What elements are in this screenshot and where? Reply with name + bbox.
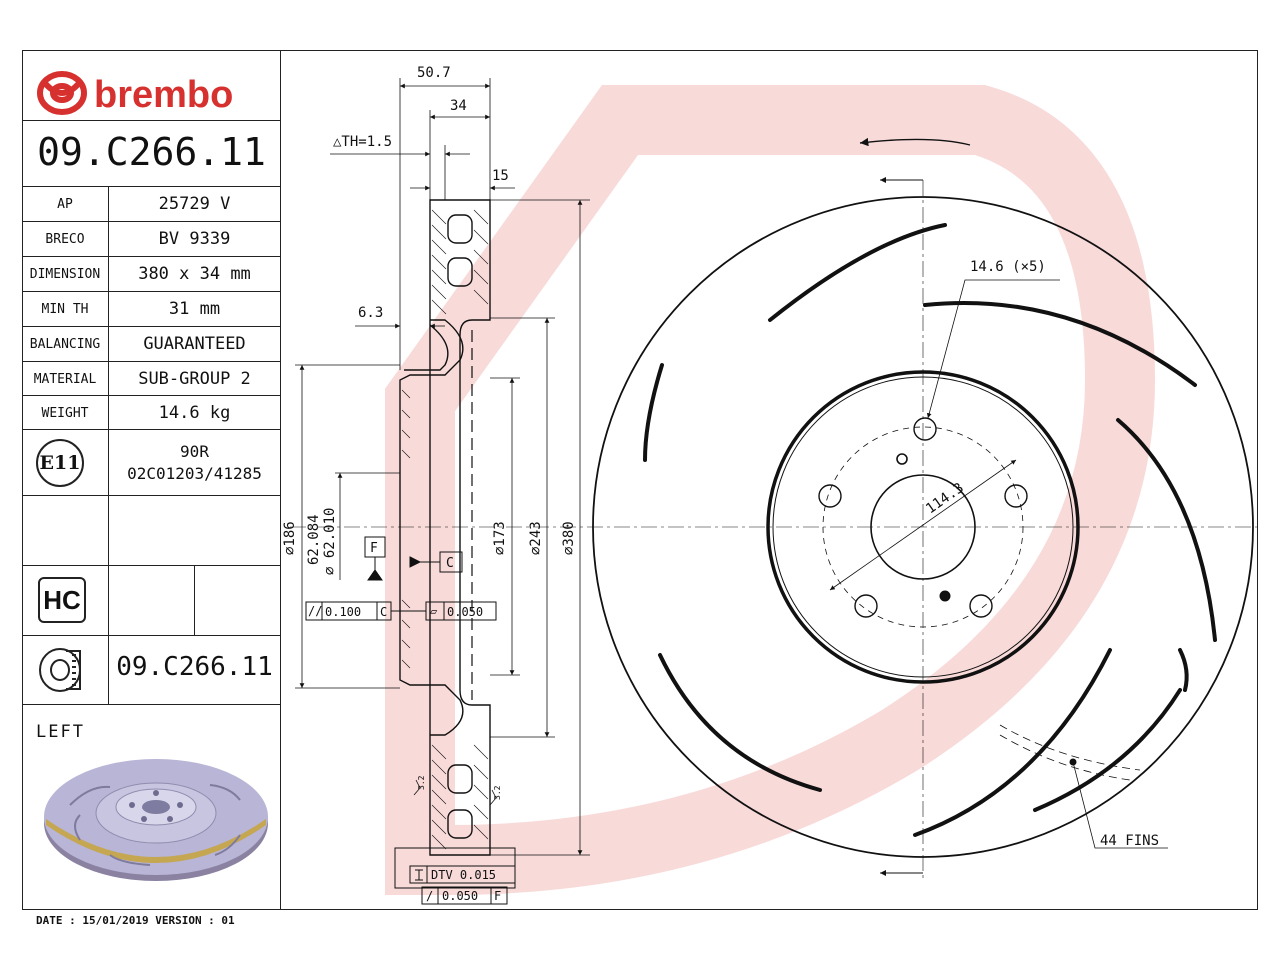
part-number-bottom: 09.C266.11: [116, 652, 273, 682]
brand-wordmark: brembo: [94, 74, 233, 116]
dim-overall-width: 50.7: [417, 65, 451, 81]
dim-d186: ⌀186: [282, 521, 298, 555]
runout-tolerance: 0.050: [442, 889, 478, 903]
spec-row-weight: WEIGHT 14.6 kg: [22, 395, 281, 430]
homologation-code: 90R: [180, 442, 209, 461]
info-panel: brembo 09.C266.11 AP 25729 V BRECO BV 93…: [22, 50, 281, 910]
spec-key: AP: [22, 187, 109, 221]
spec-value: 25729 V: [158, 194, 231, 214]
spec-key: WEIGHT: [22, 396, 109, 430]
dtv-tolerance: DTV 0.015: [431, 868, 496, 882]
svg-text:▱: ▱: [430, 604, 438, 618]
date-version: DATE : 15/01/2019 VERSION : 01: [36, 914, 235, 927]
fins-count: 44 FINS: [1100, 833, 1159, 849]
spec-value: 380 x 34 mm: [138, 264, 251, 284]
spec-key: BRECO: [22, 222, 109, 256]
datum-c: C: [446, 556, 454, 571]
dim-center-bore-lower: ⌀ 62.010: [322, 508, 338, 575]
spec-row-balancing: BALANCING GUARANTEED: [22, 326, 281, 361]
flatness-tolerance: 0.050: [447, 605, 483, 619]
spec-value: BV 9339: [158, 229, 231, 249]
parallel-datum: C: [380, 605, 387, 619]
svg-text:/: /: [426, 889, 433, 903]
dim-d380: ⌀380: [561, 521, 577, 555]
spec-row-min-th: MIN TH 31 mm: [22, 291, 281, 326]
dim-hat-thickness: 6.3: [358, 305, 383, 321]
spec-row-ap: AP 25729 V: [22, 186, 281, 221]
roughness-a: 3.2: [417, 775, 426, 790]
datum-f: F: [370, 541, 378, 556]
section-view: [290, 199, 1260, 856]
brembo-logo: brembo: [32, 60, 272, 120]
spec-value: SUB-GROUP 2: [138, 369, 251, 389]
dim-center-bore-upper: 62.084: [306, 514, 322, 565]
brembo-logo-icon: brembo: [37, 71, 233, 116]
part-number: 09.C266.11: [37, 130, 266, 174]
svg-text://: //: [308, 604, 322, 618]
disc-3d-render: [44, 759, 268, 881]
section-dimensions: [330, 78, 515, 370]
disc-profile-icon: [39, 648, 81, 692]
spec-row-breco: BRECO BV 9339: [22, 221, 281, 256]
e11-badge: E11: [36, 439, 84, 487]
spec-key: DIMENSION: [22, 257, 109, 291]
dim-d243: ⌀243: [528, 521, 544, 555]
bolt-hole-dimension: 14.6 (×5): [970, 259, 1046, 275]
side-label: LEFT: [36, 722, 85, 742]
dim-th-tolerance: △TH=1.5: [333, 134, 392, 150]
parallel-tolerance: 0.100: [325, 605, 361, 619]
spec-value: 31 mm: [168, 299, 221, 319]
homologation-number: 02C01203/41285: [127, 464, 262, 483]
spec-value: GUARANTEED: [143, 334, 246, 354]
dim-friction-ring: 15: [492, 168, 509, 184]
hc-badge: HC: [38, 577, 86, 623]
front-view: [592, 137, 1254, 880]
spec-key: MATERIAL: [22, 362, 109, 396]
drawing-frame: [22, 50, 1258, 910]
spec-row-material: MATERIAL SUB-GROUP 2: [22, 361, 281, 396]
runout-datum: F: [494, 889, 501, 903]
spec-value: 14.6 kg: [158, 403, 231, 423]
spec-key: MIN TH: [22, 292, 109, 326]
dim-d173: ⌀173: [492, 521, 508, 555]
roughness-b: 3.2: [493, 785, 502, 800]
dim-thickness: 34: [450, 98, 467, 114]
spec-row-dimension: DIMENSION 380 x 34 mm: [22, 256, 281, 291]
spec-key: BALANCING: [22, 327, 109, 361]
